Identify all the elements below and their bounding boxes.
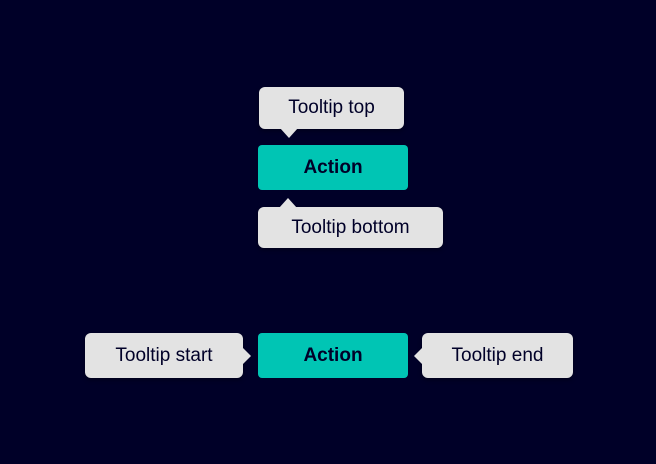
tooltip-top-label: Tooltip top <box>288 97 375 118</box>
caret-up-icon <box>279 198 297 208</box>
tooltip-end-label: Tooltip end <box>451 344 544 366</box>
tooltip-bottom-label: Tooltip bottom <box>291 216 410 238</box>
tooltip-start: Tooltip start <box>85 333 251 378</box>
tooltip-end: Tooltip end <box>414 333 573 378</box>
caret-right-icon <box>242 346 251 365</box>
action-button-top[interactable]: Action <box>258 145 408 190</box>
caret-left-icon <box>414 346 423 365</box>
tooltip-bottom: Tooltip bottom <box>258 198 443 248</box>
tooltip-start-label: Tooltip start <box>115 344 213 366</box>
tooltip-top: Tooltip top <box>259 87 404 138</box>
action-button-bottom[interactable]: Action <box>258 333 408 378</box>
caret-down-icon <box>280 128 298 138</box>
